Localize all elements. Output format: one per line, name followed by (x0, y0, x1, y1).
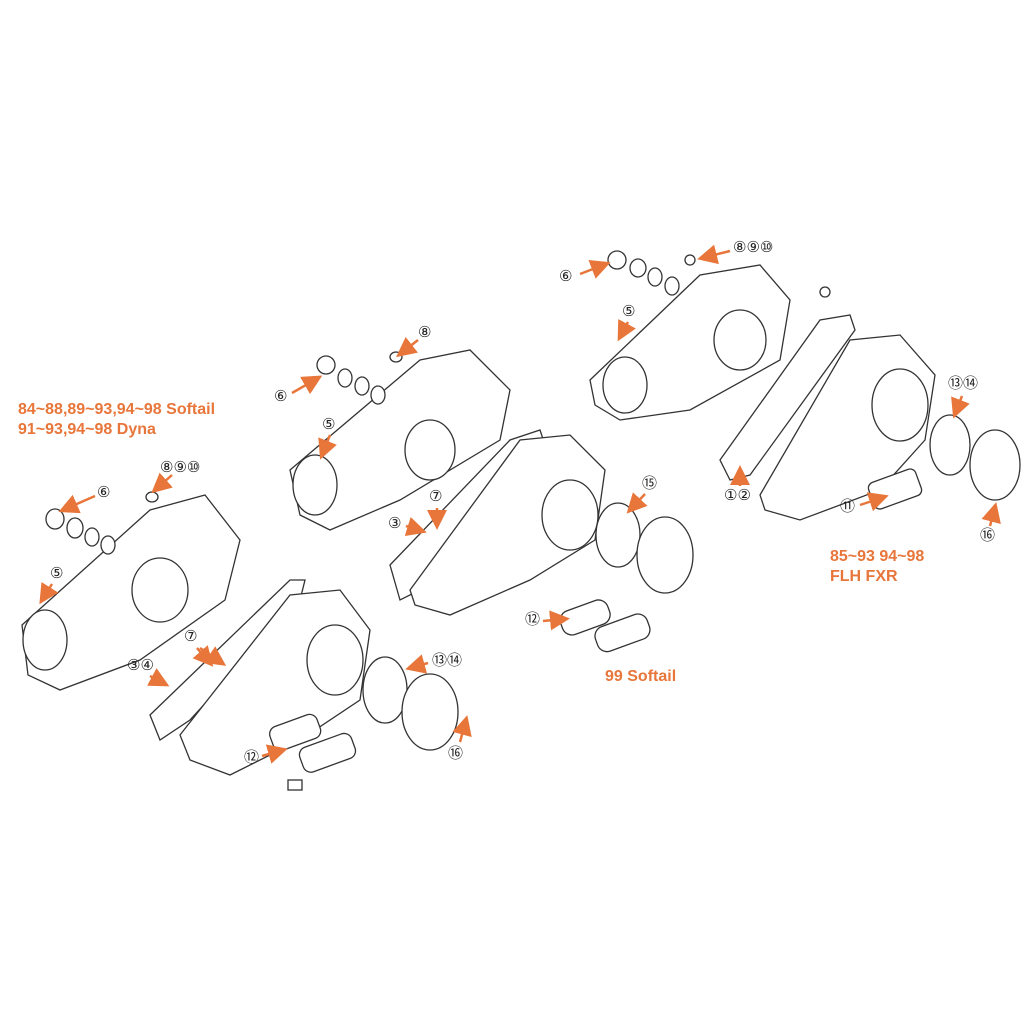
right-outer-cover (759, 334, 936, 521)
callout-6: ⑥ (559, 267, 573, 285)
callout-5: ⑤ (50, 564, 64, 582)
left-derby-cover (401, 673, 459, 751)
callout-6: ⑥ (274, 387, 288, 405)
left-inner-primary (21, 494, 241, 691)
right-derby-cover (969, 429, 1021, 501)
callout-8-9-10: ⑧⑨⑩ (733, 238, 774, 256)
callout-12: ⑫ (244, 748, 260, 766)
model-label-line: FLH FXR (830, 568, 898, 585)
callout-5: ⑤ (622, 302, 636, 320)
callout-15: ⑮ (642, 474, 658, 492)
left-bearings (45, 491, 159, 555)
middle-derby-cover (636, 516, 694, 594)
callout-arrows (39, 244, 1001, 764)
model-label-line: 84~88,89~93,94~98 Softail (18, 401, 216, 418)
callout-3: ③ (388, 514, 402, 532)
callout-16: ⑯ (980, 526, 996, 544)
middle-inner-primary (289, 349, 511, 531)
callout-13-14: ⑬⑭ (948, 374, 979, 392)
model-label-line: 91~93,94~98 Dyna (18, 421, 156, 438)
callout-8-9-10: ⑧⑨⑩ (160, 458, 201, 476)
callout-11: ⑪ (840, 497, 856, 515)
right-bearings (607, 250, 831, 298)
callout-6: ⑥ (97, 483, 111, 501)
callout-7: ⑦ (184, 627, 198, 645)
callout-3-4: ③④ (127, 656, 154, 674)
left-outer-cover (179, 589, 371, 791)
callout-8: ⑧ (418, 323, 432, 341)
model-label-line: 85~93 94~98 (830, 548, 925, 565)
model-label-line: 99 Softail (605, 668, 677, 685)
middle-gasket-round (595, 502, 641, 568)
callout-13-14: ⑬⑭ (432, 651, 463, 669)
middle-outer-cover (409, 434, 651, 653)
callout-5: ⑤ (322, 415, 336, 433)
callout-16: ⑯ (448, 744, 464, 762)
callout-1-2: ①② (724, 486, 751, 504)
model-label-99-softail: 99 Softail (605, 667, 676, 687)
callout-7: ⑦ (429, 487, 443, 505)
callout-12: ⑫ (525, 610, 541, 628)
model-label-softail-dyna: 84~88,89~93,94~98 Softail 91~93,94~98 Dy… (18, 400, 215, 440)
model-label-flh-fxr: 85~93 94~98 FLH FXR (830, 547, 924, 587)
right-gasket-round (929, 414, 971, 476)
left-inspection-gasket (362, 656, 408, 724)
right-inner-primary (589, 264, 791, 421)
